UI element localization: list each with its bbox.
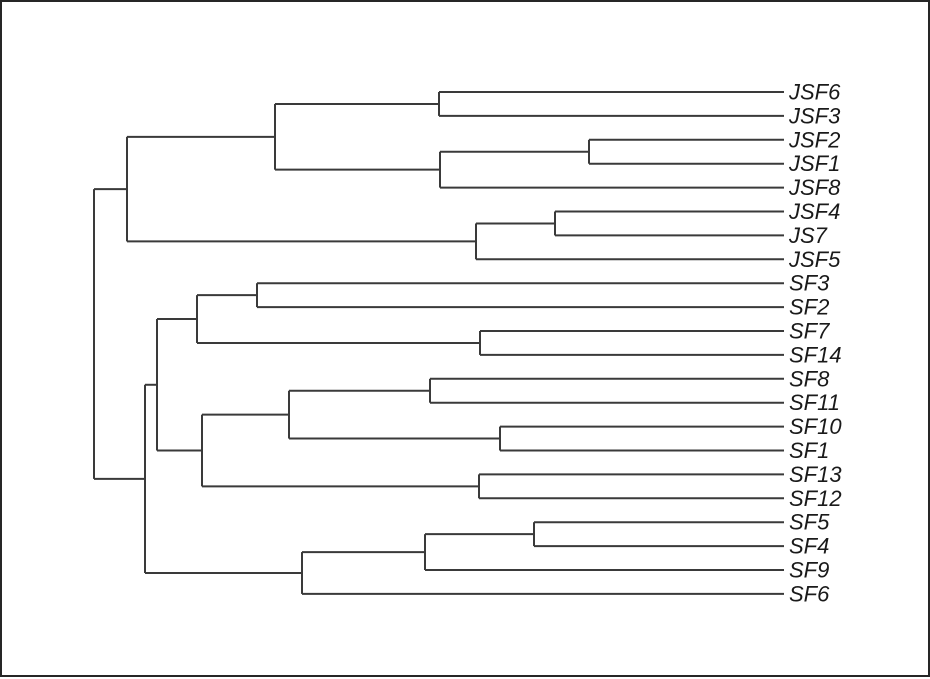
leaf-label-JSF5: JSF5 xyxy=(788,247,841,272)
leaf-label-JSF8: JSF8 xyxy=(788,175,841,200)
leaf-label-JS7: JS7 xyxy=(788,223,828,248)
leaf-label-SF9: SF9 xyxy=(789,558,829,583)
leaf-label-SF4: SF4 xyxy=(789,534,829,559)
leaf-label-SF8: SF8 xyxy=(789,366,830,391)
leaf-label-SF1: SF1 xyxy=(789,438,829,463)
leaf-label-SF13: SF13 xyxy=(789,462,842,487)
leaf-label-JSF1: JSF1 xyxy=(788,151,840,176)
leaf-label-SF10: SF10 xyxy=(789,414,842,439)
leaf-label-JSF3: JSF3 xyxy=(788,103,841,128)
leaf-label-SF5: SF5 xyxy=(789,510,830,535)
leaf-label-JSF2: JSF2 xyxy=(788,127,840,152)
leaf-label-SF14: SF14 xyxy=(789,342,842,367)
leaf-label-SF3: SF3 xyxy=(789,271,830,296)
leaf-label-JSF6: JSF6 xyxy=(788,80,841,105)
leaf-label-SF2: SF2 xyxy=(789,295,829,320)
leaf-label-JSF4: JSF4 xyxy=(788,199,840,224)
leaf-label-SF11: SF11 xyxy=(789,390,840,415)
leaf-label-SF6: SF6 xyxy=(789,581,830,606)
leaf-label-SF7: SF7 xyxy=(789,319,830,344)
leaf-label-SF12: SF12 xyxy=(789,486,842,511)
